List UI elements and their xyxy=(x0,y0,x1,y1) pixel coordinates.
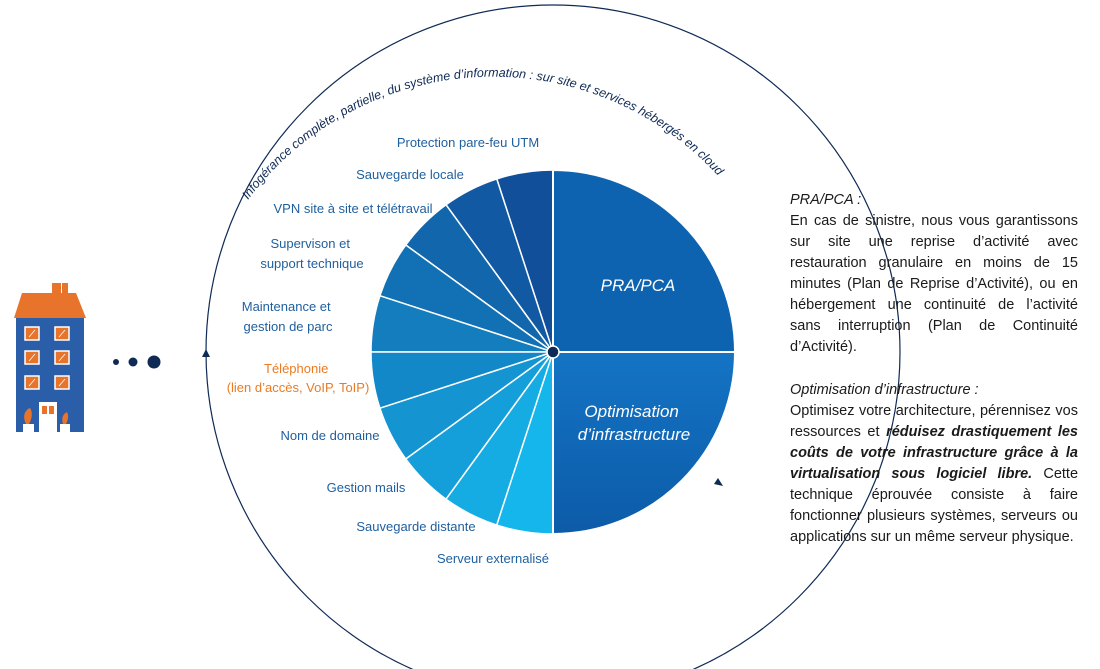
segment-label-sauvegarde-locale: Sauvegarde locale xyxy=(356,167,464,182)
side-pra-pca: PRA/PCA : En cas de sinistre, nous vous … xyxy=(790,190,1078,358)
side-pra-pca-text: En cas de sinistre, nous vous garantisso… xyxy=(790,213,1078,355)
segment-label-maintenance: Maintenance et gestion de parc xyxy=(242,299,335,334)
quadrant-optimisation-line-1: Optimisation xyxy=(584,402,678,421)
segment-label-telephonie-line-1: Téléphonie xyxy=(264,361,328,376)
segment-label-protection: Protection pare-feu UTM xyxy=(397,135,539,150)
side-optimisation-text: Optimisez votre architecture, pérennisez… xyxy=(790,401,1078,548)
segment-label-serveur-externalise: Serveur externalisé xyxy=(437,551,549,566)
segment-label-maintenance-line-2: gestion de parc xyxy=(244,319,333,334)
quadrant-optimisation-label: Optimisation d’infrastructure xyxy=(578,402,690,444)
segment-label-maintenance-line-1: Maintenance et xyxy=(242,299,331,314)
segment-label-gestion-mails: Gestion mails xyxy=(327,480,406,495)
segment-label-vpn: VPN site à site et télétravail xyxy=(274,201,433,216)
side-pra-pca-title: PRA/PCA : xyxy=(790,192,862,208)
segment-label-supervision: Supervison et support technique xyxy=(260,236,363,271)
segment-label-telephonie-line-2: (lien d’accès, VoIP, ToIP) xyxy=(227,380,370,395)
flow-arrow-icon xyxy=(202,349,210,357)
quadrant-optimisation-line-2: d’infrastructure xyxy=(578,425,690,444)
segment-label-nom-de-domaine: Nom de domaine xyxy=(281,428,380,443)
side-optimisation-text-bold: réduisez drastiquement les coûts de votr… xyxy=(790,424,1078,482)
side-optimisation: Optimisation d’infrastructure : Optimise… xyxy=(790,380,1078,548)
side-optimisation-text-1: Optimisez votre architecture, pérennisez… xyxy=(790,403,1078,440)
ellipsis-dots-icon xyxy=(113,355,161,369)
side-optimisation-text-2: Cette technique éprouvée consiste à fair… xyxy=(790,466,1079,545)
segment-label-supervision-line-1: Supervison et xyxy=(270,236,350,251)
quadrant-pra-pca-label: PRA/PCA xyxy=(601,276,676,295)
building-icon xyxy=(14,283,86,432)
segment-wedges xyxy=(370,169,554,535)
quadrant-optimisation xyxy=(552,351,737,536)
flow-arrow-icon xyxy=(714,478,723,486)
side-optimisation-title: Optimisation d’infrastructure : xyxy=(790,382,979,398)
segment-label-sauvegarde-distante: Sauvegarde distante xyxy=(356,519,475,534)
segment-label-telephonie: Téléphonie (lien d’accès, VoIP, ToIP) xyxy=(227,361,370,395)
segment-label-supervision-line-2: support technique xyxy=(260,256,363,271)
center-hub xyxy=(546,345,560,359)
quadrant-pra-pca xyxy=(552,168,737,353)
